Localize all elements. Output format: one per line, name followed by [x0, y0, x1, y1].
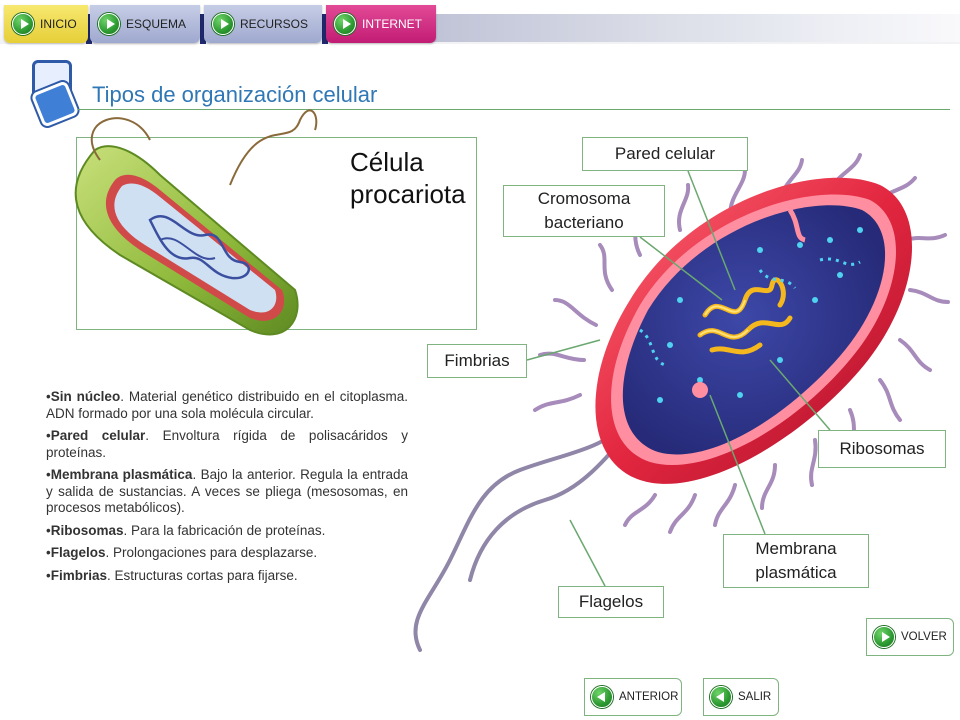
callout-flagelos: Flagelos	[558, 586, 664, 618]
nav-tab-internet[interactable]: INTERNET	[326, 5, 436, 43]
list-item: •Flagelos. Prolongaciones para desplazar…	[46, 545, 318, 560]
callout-ribosomas: Ribosomas	[818, 430, 946, 468]
nav-tab-label: ESQUEMA	[126, 17, 187, 31]
nav-tab-inicio[interactable]: INICIO	[4, 5, 88, 43]
callout-cromosoma-bacteriano: Cromosoma bacteriano	[503, 185, 665, 237]
play-icon	[212, 13, 234, 35]
nav-tab-esquema[interactable]: ESQUEMA	[90, 5, 200, 43]
nav-tab-label: RECURSOS	[240, 17, 309, 31]
list-item-text: . Material genético distribuido en el ci…	[46, 389, 408, 421]
play-icon	[98, 13, 120, 35]
list-item: •Membrana plasmática. Bajo la anterior. …	[46, 467, 409, 515]
list-item-text: . Estructuras cortas para fijarse.	[107, 567, 298, 583]
anterior-button-label: ANTERIOR	[619, 691, 679, 703]
list-item: •Pared celular. Envoltura rígida de poli…	[46, 428, 408, 460]
play-icon	[334, 13, 356, 35]
back-arrow-icon	[591, 686, 613, 708]
list-item: •Ribosomas. Para la fabricación de prote…	[46, 522, 326, 538]
volver-button[interactable]: VOLVER	[866, 618, 954, 656]
list-item-text: . Prolongaciones para desplazarse.	[105, 545, 318, 560]
play-icon	[873, 626, 895, 648]
list-item: •Sin núcleo. Material genético distribui…	[46, 389, 408, 421]
list-item-term: Flagelos	[50, 545, 106, 560]
list-item-term: Sin núcleo	[50, 389, 121, 404]
anterior-button[interactable]: ANTERIOR	[584, 678, 682, 716]
back-arrow-icon	[710, 686, 732, 708]
list-item-text: . Envoltura rígida de polisacáridos y pr…	[46, 428, 408, 460]
list-item: •Fimbrias. Estructuras cortas para fijar…	[46, 567, 298, 583]
page-title: Tipos de organización celular	[92, 82, 378, 107]
play-icon	[12, 13, 34, 35]
inset-title: Célula procariota	[350, 147, 466, 209]
salir-button[interactable]: SALIR	[703, 678, 779, 716]
nav-band	[430, 14, 960, 42]
list-item-text: . Bajo la anterior. Regula la entrada y …	[46, 467, 409, 515]
list-item-term: Membrana plasmática	[50, 467, 193, 482]
nav-tab-label: INICIO	[40, 17, 77, 31]
nav-divider	[86, 14, 92, 44]
salir-button-label: SALIR	[738, 691, 772, 703]
nav-tab-label: INTERNET	[362, 17, 422, 31]
list-item-term: Fimbrias	[50, 567, 108, 583]
list-item-term: Pared celular	[50, 428, 146, 443]
nav-tab-recursos[interactable]: RECURSOS	[204, 5, 322, 43]
callout-fimbrias: Fimbrias	[427, 344, 527, 378]
callout-membrana-plasmatica: Membrana plasmática	[723, 534, 869, 588]
description-list: •Sin núcleo. Material genético distribui…	[46, 389, 408, 590]
volver-button-label: VOLVER	[901, 631, 947, 643]
title-divider	[78, 109, 950, 110]
callout-pared-celular: Pared celular	[582, 137, 748, 171]
list-item-text: . Para la fabricación de proteínas.	[123, 522, 326, 538]
nav-divider	[200, 14, 206, 44]
nav-divider	[322, 14, 328, 44]
list-item-term: Ribosomas	[50, 522, 124, 538]
